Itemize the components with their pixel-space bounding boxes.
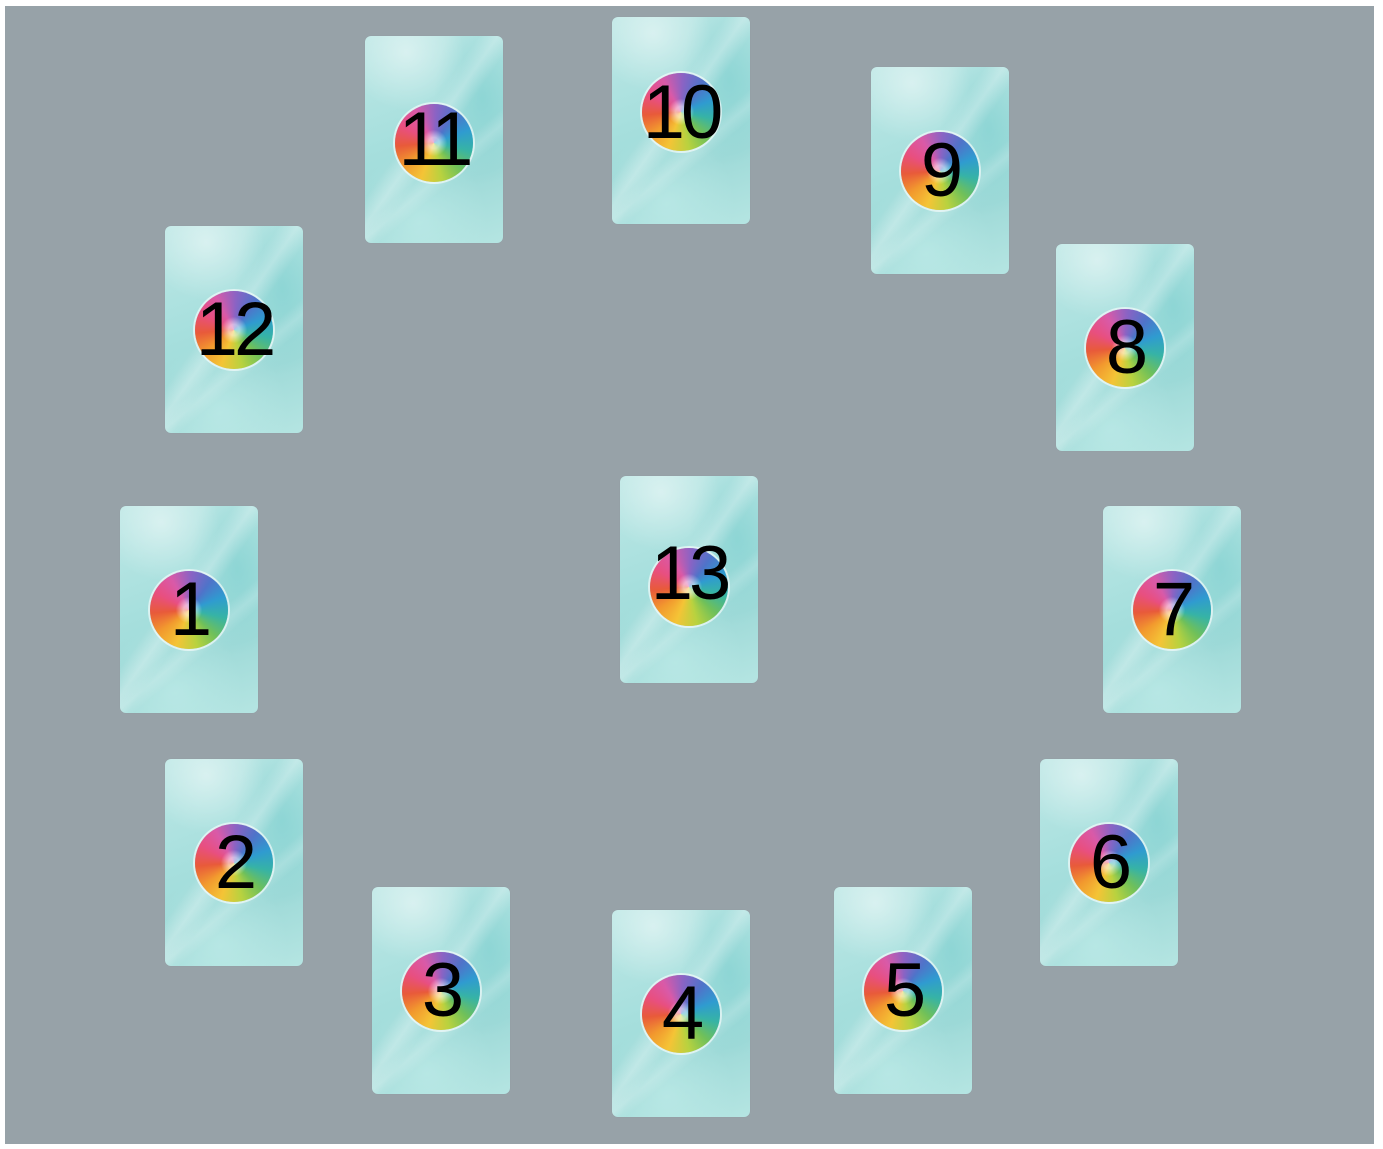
card-number: 11 (365, 102, 503, 178)
card-number: 12 (165, 292, 303, 368)
spread-board: 1 2 3 4 5 6 7 8 9 (5, 6, 1374, 1144)
card-position-11[interactable]: 11 (365, 36, 503, 243)
card-position-7[interactable]: 7 (1103, 506, 1241, 713)
card-number: 2 (165, 825, 303, 901)
card-position-4[interactable]: 4 (612, 910, 750, 1117)
card-position-6[interactable]: 6 (1040, 759, 1178, 966)
card-number: 10 (612, 75, 750, 151)
card-number: 8 (1056, 310, 1194, 386)
card-position-3[interactable]: 3 (372, 887, 510, 1094)
card-position-12[interactable]: 12 (165, 226, 303, 433)
card-position-9[interactable]: 9 (871, 67, 1009, 274)
card-number: 4 (612, 976, 750, 1052)
card-position-13[interactable]: 13 (620, 476, 758, 683)
card-position-1[interactable]: 1 (120, 506, 258, 713)
card-number: 5 (834, 953, 972, 1029)
card-position-2[interactable]: 2 (165, 759, 303, 966)
card-position-5[interactable]: 5 (834, 887, 972, 1094)
card-number: 6 (1040, 825, 1178, 901)
card-number: 7 (1103, 572, 1241, 648)
card-position-10[interactable]: 10 (612, 17, 750, 224)
card-position-8[interactable]: 8 (1056, 244, 1194, 451)
card-number: 13 (620, 536, 758, 612)
card-number: 3 (372, 953, 510, 1029)
card-number: 9 (871, 133, 1009, 209)
card-number: 1 (120, 572, 258, 648)
